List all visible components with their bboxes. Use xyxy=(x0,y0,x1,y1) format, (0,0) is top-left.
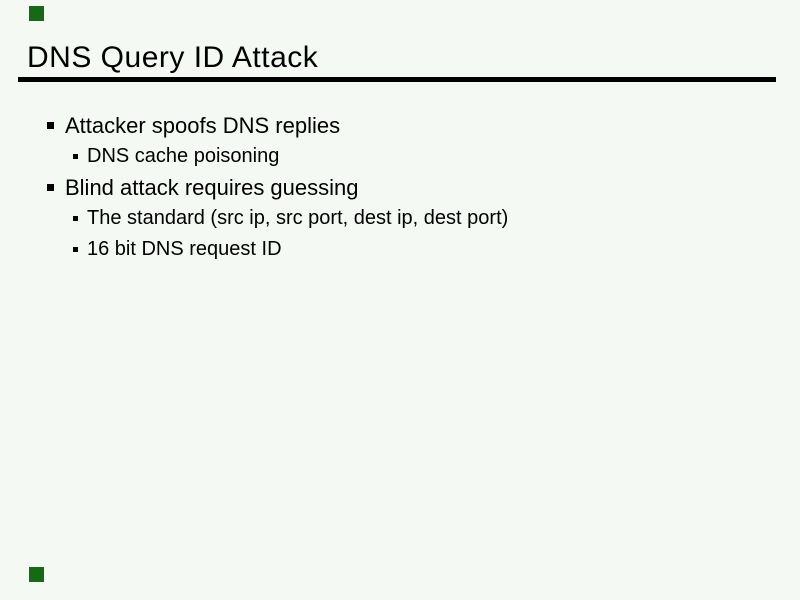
bullet-text: Attacker spoofs DNS replies xyxy=(65,112,341,138)
bullet-text: Blind attack requires guessing xyxy=(65,174,359,200)
bullet-text: 16 bit DNS request ID xyxy=(87,238,282,260)
slide-title: DNS Query ID Attack xyxy=(27,41,319,74)
bullet-item: 16 bit DNS request ID xyxy=(0,234,800,265)
bullet-square-icon xyxy=(73,247,78,252)
bullet-square-icon xyxy=(47,122,54,129)
bullet-text: DNS cache poisoning xyxy=(87,145,280,167)
title-underline-rule xyxy=(18,77,776,82)
bullet-item: DNS cache poisoning xyxy=(0,141,800,172)
bullet-square-icon xyxy=(73,154,78,159)
bullet-item: Blind attack requires guessing xyxy=(0,172,800,203)
bullet-item: The standard (src ip, src port, dest ip,… xyxy=(0,203,800,234)
corner-marker-top-left-icon xyxy=(29,6,44,21)
bullet-text: The standard (src ip, src port, dest ip,… xyxy=(87,207,509,229)
bullet-square-icon xyxy=(47,184,54,191)
corner-marker-bottom-left-icon xyxy=(29,567,44,582)
bullet-item: Attacker spoofs DNS replies xyxy=(0,110,800,141)
bullet-square-icon xyxy=(73,216,78,221)
